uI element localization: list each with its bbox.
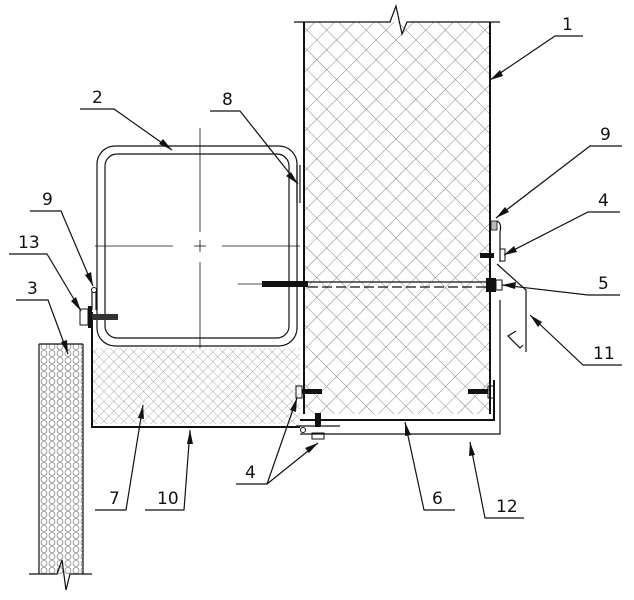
svg-text:8: 8 (222, 90, 233, 110)
svg-text:6: 6 (432, 489, 443, 509)
callout-10: 10 (145, 429, 193, 511)
outer-u-flashing (300, 300, 501, 435)
callout-4-bottom: 4 (236, 397, 319, 485)
break-line-top (294, 3, 500, 37)
svg-text:11: 11 (593, 344, 615, 364)
callout-9-right: 9 (495, 125, 622, 219)
svg-text:13: 13 (18, 233, 40, 253)
svg-text:9: 9 (42, 190, 53, 210)
side-wall-panel (29, 343, 92, 591)
sealant-strip (296, 165, 301, 203)
callout-11: 11 (529, 314, 622, 366)
svg-text:9: 9 (600, 125, 611, 145)
callout-4-right: 4 (503, 191, 620, 256)
callout-8: 8 (210, 90, 299, 185)
svg-text:3: 3 (27, 279, 38, 299)
rivet-left (91, 287, 97, 310)
outer-cover-flashing (91, 312, 300, 428)
callout-5: 5 (501, 274, 620, 296)
svg-text:5: 5 (598, 274, 609, 294)
hook-bracket (496, 263, 527, 352)
callout-13: 13 (9, 233, 82, 312)
main-sandwich-panel (294, 3, 500, 414)
callout-7: 7 (95, 404, 144, 511)
self-tapping-screws-bottom (295, 385, 495, 440)
callout-12: 12 (469, 441, 524, 519)
svg-text:12: 12 (496, 497, 518, 517)
svg-text:10: 10 (157, 489, 179, 509)
svg-text:4: 4 (245, 463, 256, 483)
svg-text:1: 1 (562, 15, 573, 35)
steel-square-tube (95, 128, 300, 348)
callout-2: 2 (80, 88, 173, 151)
svg-text:2: 2 (92, 88, 103, 108)
svg-text:4: 4 (598, 191, 609, 211)
rivet-right (490, 220, 502, 262)
through-bolt (238, 278, 503, 292)
callout-3: 3 (16, 279, 69, 355)
svg-text:7: 7 (109, 489, 120, 509)
callout-9-left: 9 (30, 190, 94, 287)
callout-6: 6 (404, 421, 455, 511)
hex-bolt (79, 306, 118, 328)
insulation-infill (93, 348, 300, 424)
break-line-bottom (29, 559, 92, 591)
callout-1: 1 (489, 15, 583, 81)
